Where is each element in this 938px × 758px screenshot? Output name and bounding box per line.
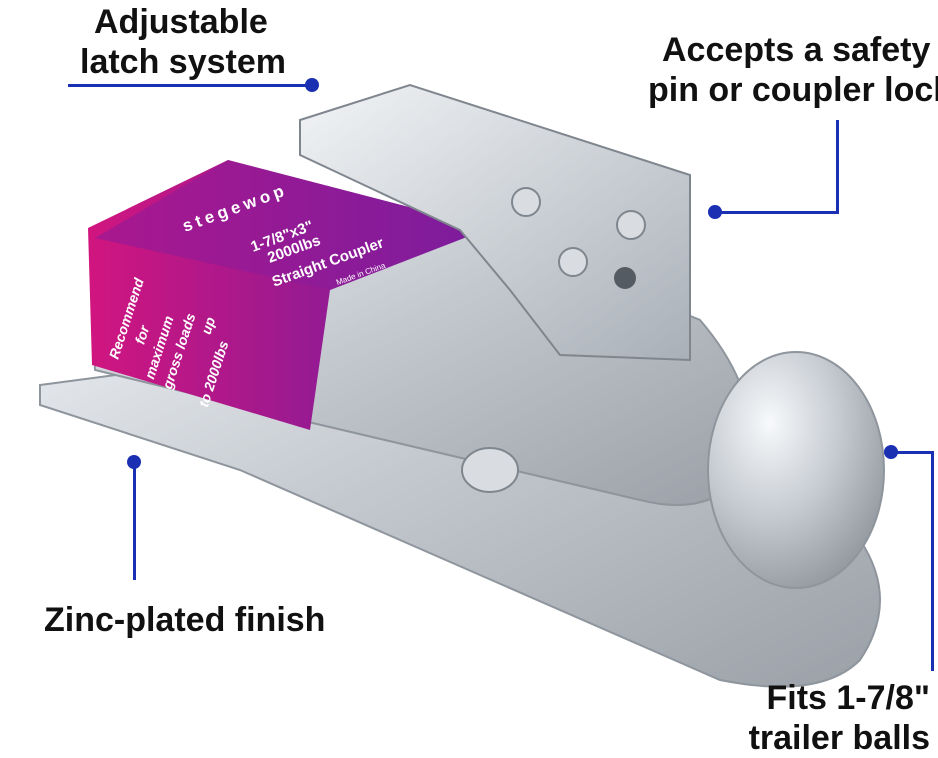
rivet [511,187,541,217]
callout-latch-dot [305,78,319,92]
rivet [616,210,646,240]
latch-handle [299,83,691,362]
callout-finish-dot [127,455,141,469]
label-side-line: up [198,315,219,337]
callout-lock-line1: Accepts a safety [662,31,931,69]
ball-socket [707,351,885,589]
callout-balls-leader-h [890,451,934,454]
callout-lock-leader-v [836,120,839,214]
callout-latch-line1: Adjustable [94,3,268,41]
side-bolt [461,447,519,493]
callout-finish: Zinc-plated finish [44,600,325,640]
callout-latch-leader [68,84,312,87]
callout-balls-line1: Fits 1-7/8" [766,679,930,717]
callout-lock-dot [708,205,722,219]
callout-balls-line2: trailer balls [748,719,930,757]
callout-latch-line2: latch system [80,43,286,81]
label-top-face [95,160,490,290]
label-side-line: for [131,322,152,346]
callout-latch: Adjustable latch system [80,2,286,82]
callout-lock-leader-h [718,211,839,214]
lock-pin-hole [614,267,636,289]
callout-balls-leader-v [931,451,934,671]
callout-finish-leader [133,460,136,580]
callout-lock-line2: pin or coupler lock [648,71,938,109]
callout-lock: Accepts a safety pin or coupler lock [648,30,938,110]
callout-finish-line1: Zinc-plated finish [44,601,326,639]
rivet [558,247,588,277]
callout-balls: Fits 1-7/8" trailer balls [744,678,930,758]
